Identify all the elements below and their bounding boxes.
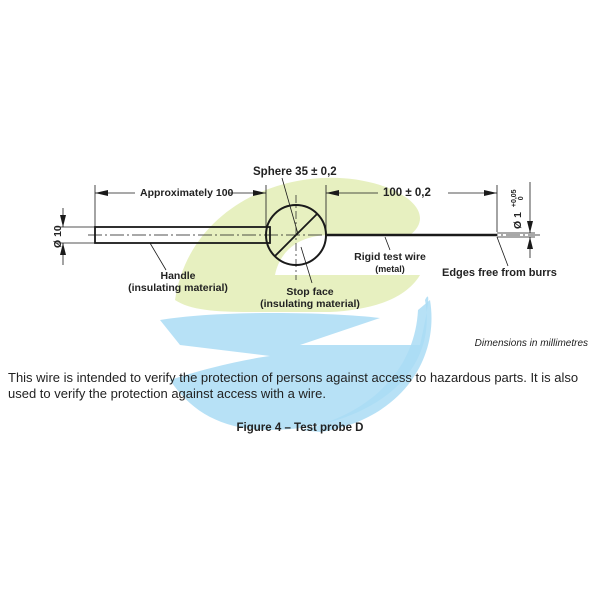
wire-diameter-value: Ø 1 <box>511 212 524 229</box>
handle-diameter-dimension: Ø 10 <box>52 225 64 248</box>
stop-face-label: Stop face (insulating material) <box>250 286 370 310</box>
description-paragraph: This wire is intended to verify the prot… <box>8 370 579 401</box>
stop-face-label-name: Stop face <box>286 286 334 298</box>
watermark-green-swoosh <box>175 177 420 312</box>
sphere-leader <box>281 177 299 235</box>
wire-label: Rigid test wire (metal) <box>345 251 435 275</box>
handle-label-name: Handle <box>160 270 196 282</box>
stop-face-label-material: (insulating material) <box>260 298 360 310</box>
watermark-blue-arc <box>300 300 432 432</box>
watermark-blue-swoosh <box>160 296 429 430</box>
handle-leader <box>149 242 167 271</box>
units-note: Dimensions in millimetres <box>474 338 588 349</box>
sphere-dimension: Sphere 35 ± 0,2 <box>253 166 337 178</box>
wire-label-material: (metal) <box>375 264 405 274</box>
stop-face-leader <box>300 246 313 284</box>
edges-leader <box>496 236 509 267</box>
wire-tolerance-upper: +0,05 <box>511 189 518 208</box>
wire-label-name: Rigid test wire <box>354 251 426 263</box>
handle-label: Handle (insulating material) <box>118 270 238 294</box>
figure-caption: Figure 4 – Test probe D <box>236 422 364 434</box>
sphere-diameter-line <box>274 213 318 257</box>
wire-tolerance-lower: 0 <box>518 196 525 201</box>
wire-length-dimension: 100 ± 0,2 <box>383 187 431 199</box>
wire-leader <box>384 236 391 251</box>
handle-label-material: (insulating material) <box>128 282 228 294</box>
handle-length-dimension: Approximately 100 <box>140 187 234 199</box>
wire-diameter-dimension: Ø 1 +0,05 0 <box>511 189 525 229</box>
edges-note: Edges free from burrs <box>442 267 557 279</box>
